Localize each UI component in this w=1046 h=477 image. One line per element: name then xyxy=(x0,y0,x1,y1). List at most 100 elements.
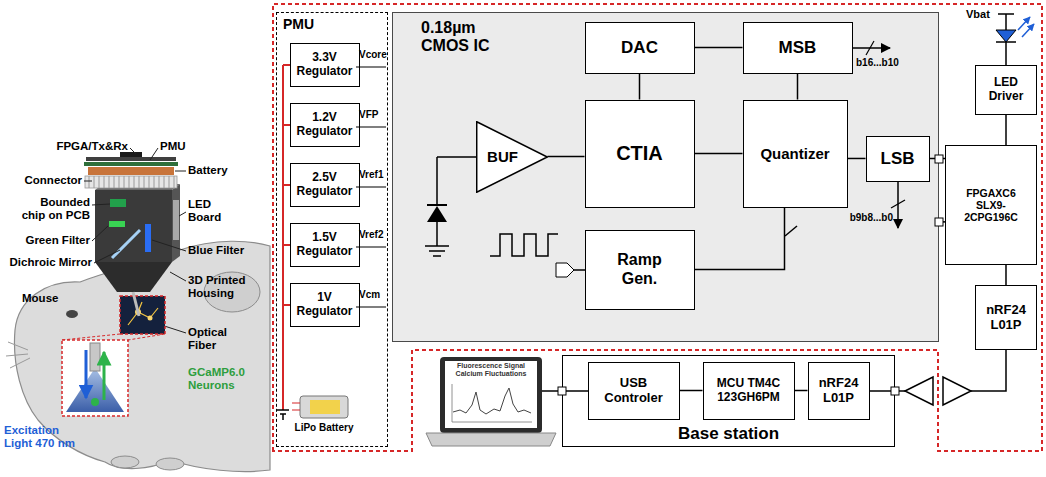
ctia-block: CTIA xyxy=(585,100,695,208)
part-label: 3D Printed Housing xyxy=(188,274,260,300)
block-label: CTIA xyxy=(616,142,663,165)
neuron-inset xyxy=(90,343,100,371)
block-label: LED Driver xyxy=(979,76,1033,104)
signal-label: Vcore xyxy=(359,49,389,61)
antenna-link xyxy=(870,350,1006,391)
led-symbol xyxy=(996,14,1034,65)
clock-input xyxy=(490,234,558,256)
radio-box: nRF24 L01P xyxy=(808,362,870,420)
led-symbol xyxy=(1022,24,1034,37)
part-label: Blue Filter xyxy=(188,244,260,257)
connector-wire xyxy=(639,74,641,100)
label-box: Mouse xyxy=(22,292,72,305)
head-mount-housing xyxy=(173,200,179,240)
neuron-inset xyxy=(103,352,106,400)
label-box: PMU xyxy=(160,140,200,153)
block-label: nRF24 L01P xyxy=(812,376,866,406)
label-box: Vref1 xyxy=(359,169,389,181)
output-bus xyxy=(853,41,943,228)
neuron-inset xyxy=(62,334,120,340)
head-mount-housing xyxy=(110,199,126,207)
signal-label: Vref1 xyxy=(359,169,389,181)
head-mount-housing xyxy=(85,176,177,188)
part-label: LED Board xyxy=(188,198,228,224)
head-mount-housing xyxy=(112,230,140,258)
block-label: 1.2V Regulator xyxy=(294,111,356,139)
clock-input xyxy=(490,226,797,277)
photodiode-symbol xyxy=(427,206,447,222)
neuron-inset xyxy=(85,350,88,398)
label-box: b16...b10 xyxy=(856,57,916,69)
block-label: 1V Regulator xyxy=(294,291,356,319)
photodiode-symbol xyxy=(427,204,447,206)
connector-wire xyxy=(1005,115,1007,145)
power-wiring xyxy=(283,65,290,305)
mouse-illustration xyxy=(14,241,270,471)
part-label: Connector xyxy=(4,174,82,187)
photodiode-symbol xyxy=(425,157,476,256)
output-bus xyxy=(853,47,890,49)
output-bus xyxy=(866,41,874,55)
head-mount-housing xyxy=(84,162,178,166)
head-mount-housing xyxy=(86,157,176,161)
power-wiring xyxy=(277,410,289,420)
clock-input xyxy=(574,269,585,271)
signal-label: Vcm xyxy=(359,289,389,301)
block-label: DAC xyxy=(621,38,658,58)
antenna-link xyxy=(905,377,933,405)
laptop-illustration xyxy=(452,384,532,422)
mouse-illustration xyxy=(111,456,139,468)
power-wiring xyxy=(356,67,386,307)
part-label: Green Filter xyxy=(10,234,90,247)
laptop-illustration xyxy=(440,357,542,433)
msb-block: MSB xyxy=(743,22,853,74)
connector-wire xyxy=(680,390,703,392)
output-bus xyxy=(935,155,943,163)
radio-box: nRF24 L01P xyxy=(975,285,1037,350)
regulator-box: 3.3V Regulator xyxy=(290,43,360,87)
neuron-inset xyxy=(91,398,99,406)
part-label: FPGA/Tx&Rx xyxy=(44,140,128,153)
part-label: Dichroic Mirror xyxy=(4,256,92,269)
label-box: Vcore xyxy=(359,49,389,61)
block-label: nRF24 L01P xyxy=(979,303,1033,333)
connector-wire xyxy=(1005,265,1007,285)
label-box: Excitation Light 470 nm xyxy=(4,424,88,450)
block-label: 1.5V Regulator xyxy=(294,231,356,259)
neuron-inset xyxy=(62,292,165,416)
leader-line xyxy=(179,212,186,216)
power-wiring xyxy=(282,65,284,410)
head-mount-housing xyxy=(89,176,174,188)
connector-wire xyxy=(695,153,743,155)
part-label: PMU xyxy=(160,140,200,153)
quantizer-block: Quantizer xyxy=(743,100,848,208)
leader-line xyxy=(94,250,120,263)
leader-line xyxy=(92,226,108,241)
block-label: USB Controler xyxy=(594,376,674,406)
laptop-illustration xyxy=(453,388,531,414)
connector-wire xyxy=(548,156,585,158)
connector-group xyxy=(548,48,1007,391)
leader-line xyxy=(152,240,186,251)
label-box: LiPo Battery xyxy=(292,422,356,434)
label-box: VFP xyxy=(359,109,389,121)
laptop-illustration xyxy=(426,433,556,446)
ramp-generator-block: Ramp Gen. xyxy=(585,230,695,310)
neuron-inset xyxy=(148,316,153,321)
signal-label: LiPo Battery xyxy=(292,422,356,434)
panel-title: 0.18µm CMOS IC xyxy=(421,19,511,56)
mouse-illustration xyxy=(6,342,30,368)
led-driver-box: LED Driver xyxy=(975,65,1037,115)
laptop-illustration xyxy=(558,387,566,395)
laptop-illustration xyxy=(445,361,537,428)
neuron-inset xyxy=(133,292,139,316)
head-mount-housing xyxy=(145,224,151,252)
neuron-inset xyxy=(62,340,128,416)
neuron-inset xyxy=(128,302,158,325)
connector-wire xyxy=(695,47,743,49)
panel-title: PMU xyxy=(283,16,314,32)
mouse-illustration xyxy=(6,241,270,471)
